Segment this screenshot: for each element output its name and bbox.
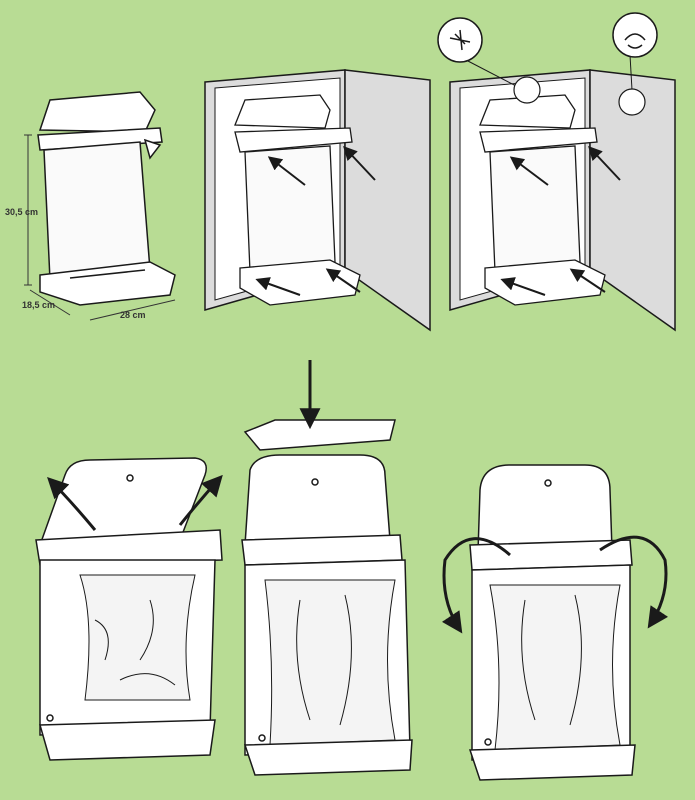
step-1-holder-dimensions [37,91,176,306]
arrow-icon [267,156,306,186]
mount-hole-icon [46,714,54,722]
holder-lid [234,94,331,129]
holder-back-panel [489,145,581,273]
holder-ear [143,138,162,160]
holder-rim [37,127,163,151]
dimension-lines [24,134,176,321]
mount-hole-icon [311,478,319,486]
clip-detail-icon [618,88,646,116]
drip-tray [243,419,396,451]
clip-detail-icon [612,12,658,58]
arrow-icon [588,145,621,181]
screw-detail-icon [513,76,541,104]
holder-back-top [244,454,391,546]
holder-base [243,739,413,776]
arrow-icon [343,145,376,181]
holder-rim [234,127,353,153]
mount-hole-icon [258,734,266,742]
width-dimension-line [89,299,176,321]
holder-base [468,744,636,781]
arrow-icon [178,474,223,526]
holder-lid-open [38,457,207,546]
arrow-icon [47,477,97,531]
step-2-cabinet [204,69,431,332]
holder-rim [35,529,223,566]
trash-bag [489,584,621,751]
holder-lid [479,94,576,129]
step-5-tray-insert [241,419,413,776]
holder-base-line [69,269,146,279]
holder-rim [479,127,598,153]
arrow-icon [255,277,301,296]
depth-label: 18,5 cm [22,300,55,310]
cabinet-door [589,69,676,332]
arrow-icon [569,268,606,293]
mount-hole-icon [544,479,552,487]
arrow-icon [325,268,361,293]
height-label: 30,5 cm [5,207,38,217]
mount-hole-icon [126,474,134,482]
holder-rim [469,539,633,571]
arrow-icon [441,537,511,634]
width-label: 28 cm [120,310,146,320]
arrow-icon [500,277,546,296]
trash-bag [79,574,196,701]
depth-dimension-line [29,289,71,316]
arrow-icon [509,156,549,186]
mount-hole-icon [484,738,492,746]
step-3-cabinet-details [437,12,676,332]
step-6-bag-fold [468,464,636,781]
step-4-open-lid [35,457,223,761]
arrow-icon [599,535,669,629]
cabinet-door [344,69,431,332]
holder-back-panel [244,145,336,273]
holder-base [39,719,216,761]
trash-bag [264,579,396,746]
holder-back-panel [43,141,151,281]
holder-back-top [477,464,613,553]
holder-base [39,261,176,306]
